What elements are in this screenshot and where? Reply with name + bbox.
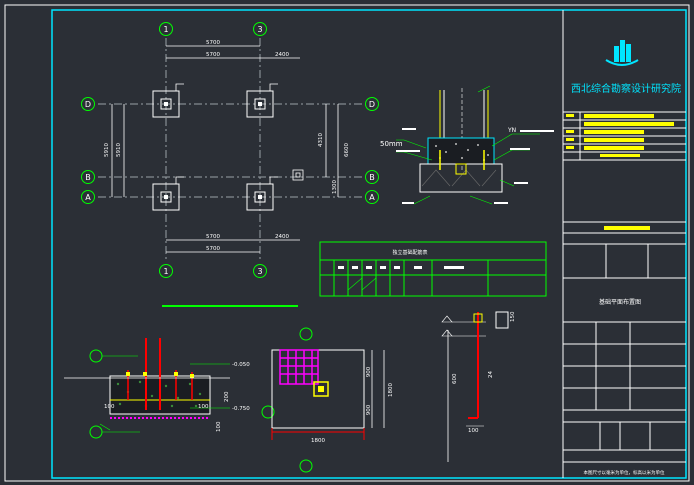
schedule-title: 独立基础配筋表 <box>392 249 427 256</box>
section-dim-left: 100 <box>104 404 115 410</box>
signature-rows <box>563 112 686 161</box>
outer-frame <box>4 4 690 482</box>
footing-pad <box>152 90 274 211</box>
section-dim-h1: 200 <box>224 391 230 402</box>
column-base-detail: 50mm YN <box>380 85 554 205</box>
sheet-name: 基础平面布置图 <box>599 298 641 306</box>
institute-logo-icon <box>605 40 639 66</box>
anchor-dim-len: 600 <box>452 373 458 384</box>
dim-left-1: 5910 <box>104 143 110 157</box>
foundation-plan: 1 3 1 3 D B A D B A 5700 5700 2400 5700 <box>81 22 379 307</box>
title-block: 西北综合勘察设计研究院 基础平面布 <box>562 10 686 478</box>
dim-top-3: 2400 <box>275 52 289 58</box>
axis-label-top-1: 1 <box>163 25 168 34</box>
reinforcement-schedule-table: 独立基础配筋表 <box>319 241 547 297</box>
elev-top: -0.050 <box>232 362 250 368</box>
footing-dim-right-total: 1800 <box>388 383 394 397</box>
label-yn: YN <box>507 127 516 134</box>
axis-label-bottom-1: 1 <box>163 267 168 276</box>
footing-dim-bottom: 1800 <box>311 438 325 444</box>
axis-label-left-a: A <box>85 193 91 202</box>
anchor-bolt-detail: 150 600 24 100 <box>441 311 516 462</box>
dim-left-2: 5910 <box>116 143 122 157</box>
dim-right-1: 4310 <box>318 133 324 147</box>
footing-dim-right-top: 900 <box>366 366 372 377</box>
dim-right-2: 6600 <box>344 143 350 157</box>
dim-bottom-3: 5700 <box>206 246 220 252</box>
section-dim-right: 100 <box>198 404 209 410</box>
elev-bottom: -0.750 <box>232 406 250 412</box>
institute-name: 西北综合勘察设计研究院 <box>571 82 681 95</box>
anchor-dim-top: 150 <box>510 311 516 322</box>
dim-top-1: 5700 <box>206 40 220 46</box>
dim-bottom-1: 5700 <box>206 234 220 240</box>
anchor-dim-bend: 24 <box>488 371 494 378</box>
axis-label-right-a: A <box>369 193 375 202</box>
axis-label-bottom-3: 3 <box>257 267 262 276</box>
dim-top-2: 5700 <box>206 52 220 58</box>
project-name-bar <box>604 226 650 230</box>
dim-bottom-2: 2400 <box>275 234 289 240</box>
axis-label-right-d: D <box>369 100 375 109</box>
foundation-section: -0.050 -0.750 100 100 200 100 <box>64 327 313 473</box>
anchor-dim-foot: 100 <box>468 428 479 434</box>
section-dim-h2: 100 <box>216 421 222 432</box>
label-50mm: 50mm <box>380 140 403 148</box>
footing-dim-right-bottom: 900 <box>366 404 372 415</box>
bottom-note: 本图尺寸以毫米为单位，标高以米为单位 <box>584 469 665 476</box>
dim-right-3: 1300 <box>332 180 338 194</box>
footing-reinforcement-plan: 1800 900 900 1800 <box>271 349 394 444</box>
axis-label-top-3: 3 <box>257 25 262 34</box>
footing-pads <box>152 83 304 211</box>
axis-label-left-b: B <box>85 173 91 182</box>
axis-label-right-b: B <box>369 173 375 182</box>
axis-label-left-d: D <box>85 100 91 109</box>
